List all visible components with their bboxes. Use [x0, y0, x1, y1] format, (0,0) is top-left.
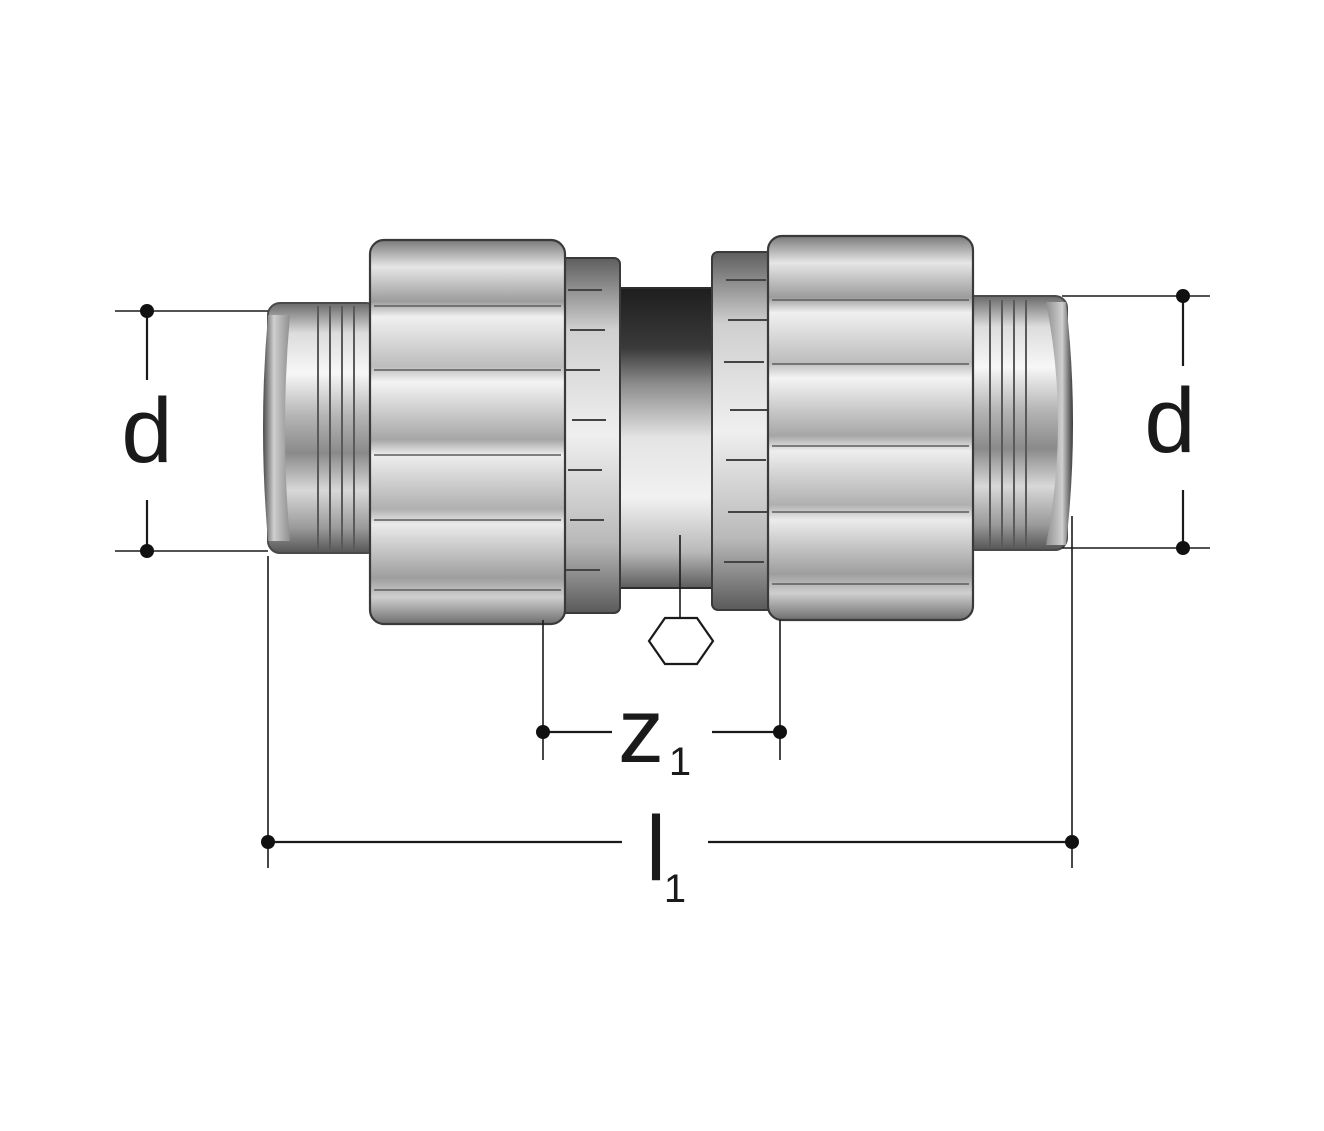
- dimension-dot: [140, 544, 154, 558]
- dimension-dot: [140, 304, 154, 318]
- dimension-d-right: d: [1062, 289, 1210, 555]
- label-z-main: z: [618, 680, 664, 782]
- label-z-sub: 1: [669, 740, 691, 784]
- dimension-dot: [536, 725, 550, 739]
- right-union-nut: [766, 234, 975, 622]
- dimension-z1: z 1: [536, 620, 787, 784]
- label-d-right: d: [1144, 370, 1195, 472]
- dimension-dot: [1065, 835, 1079, 849]
- dimension-dot: [1176, 289, 1190, 303]
- hexagon-icon: [647, 535, 715, 666]
- label-l-sub: 1: [664, 867, 686, 911]
- coupling-fitting: [263, 234, 1073, 626]
- dimension-dot: [1176, 541, 1190, 555]
- dimension-d-left: d: [115, 304, 268, 558]
- dimension-l1: l 1: [261, 516, 1079, 911]
- label-d-left: d: [121, 380, 172, 482]
- left-union-nut: [368, 238, 567, 626]
- label-l-main: l: [646, 798, 666, 900]
- dimension-dot: [773, 725, 787, 739]
- dimension-dot: [261, 835, 275, 849]
- left-pipe-end: [263, 302, 379, 554]
- right-pipe-end: [954, 295, 1073, 551]
